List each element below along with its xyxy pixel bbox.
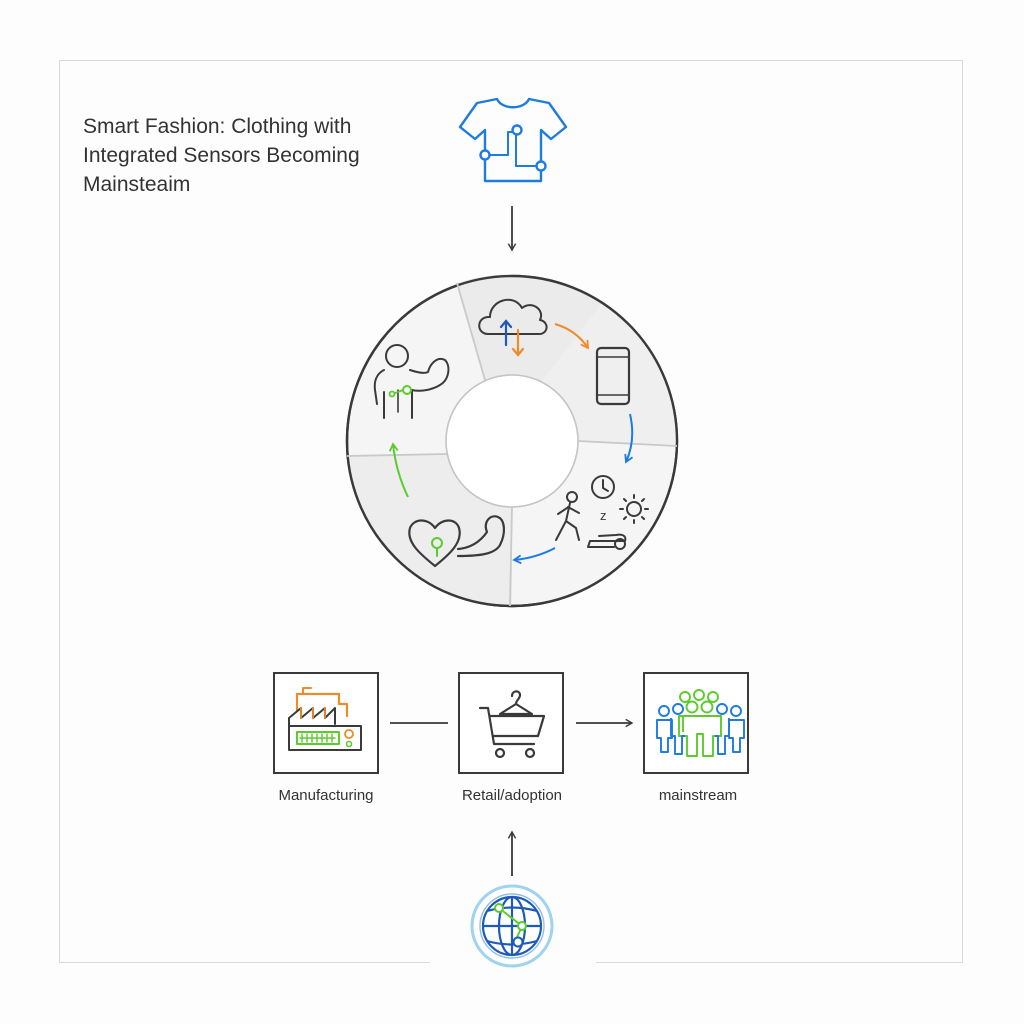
cloud-sync-icon xyxy=(478,298,548,357)
manufacturing-box xyxy=(273,672,379,774)
ring-segment-cloud xyxy=(457,274,602,384)
svg-text:z: z xyxy=(600,508,607,523)
crowd-icon xyxy=(656,689,745,757)
shopping-cart-hanger-icon xyxy=(478,690,546,759)
ring-segment-phone xyxy=(540,303,678,446)
ring-dividers xyxy=(346,282,678,607)
body-sensor-icon xyxy=(373,344,450,419)
smartphone-icon xyxy=(595,346,631,406)
ring-center xyxy=(445,374,579,508)
heart-muscle-icon xyxy=(408,515,505,568)
factory-icon xyxy=(288,687,362,751)
arrow-cloud-to-phone xyxy=(554,323,590,350)
retail-label: Retail/adoption xyxy=(461,787,563,804)
title-line-3: Mainsteaim xyxy=(83,173,191,196)
title-line-1: Smart Fashion: Clothing with xyxy=(83,115,352,138)
arrow-health-to-body xyxy=(388,442,409,498)
manufacturing-label: Manufacturing xyxy=(278,787,374,804)
globe-network-icon xyxy=(470,884,554,968)
ring-segment-health xyxy=(347,454,512,607)
cycle-ring xyxy=(345,274,679,608)
title-line-2: Integrated Sensors Becoming xyxy=(83,144,360,167)
mainstream-box xyxy=(643,672,749,774)
diagram-title: Smart Fashion: Clothing with Integrated … xyxy=(83,112,413,199)
arrow-activity-to-health xyxy=(512,547,556,565)
arrow-phone-to-activity xyxy=(624,413,634,464)
activity-tracking-icon: z xyxy=(555,475,649,550)
mainstream-label: mainstream xyxy=(658,787,738,804)
smart-shirt-icon xyxy=(458,97,568,183)
retail-box xyxy=(458,672,564,774)
